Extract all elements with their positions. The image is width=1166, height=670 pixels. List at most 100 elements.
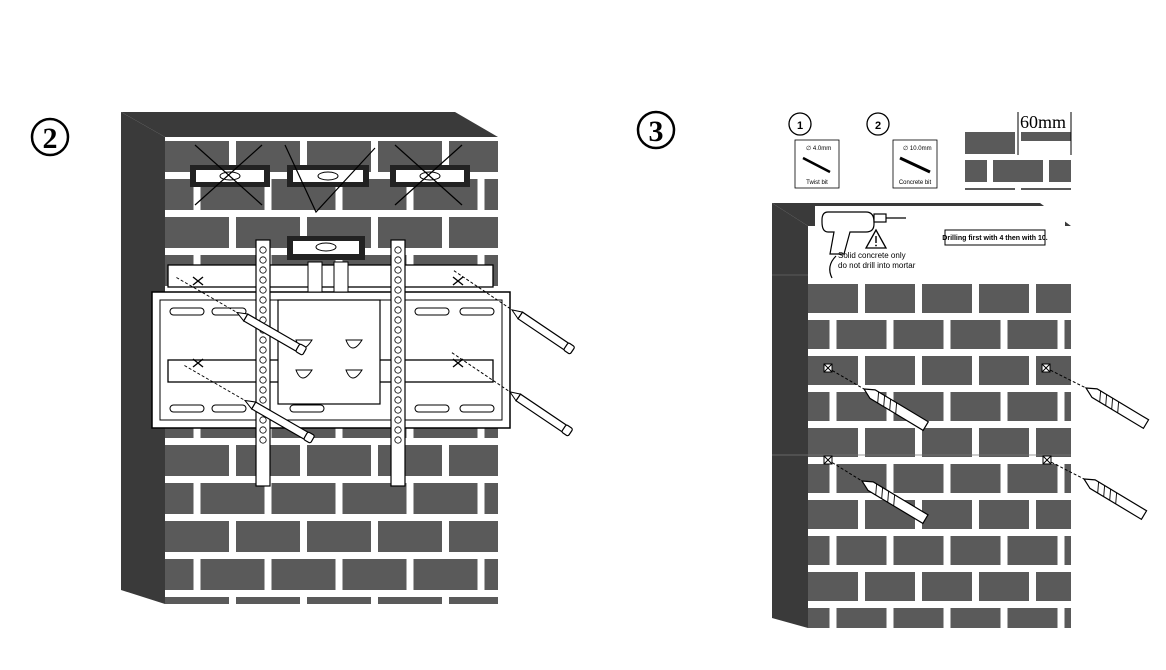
arm-hole	[394, 256, 402, 264]
brick	[484, 559, 498, 590]
brick	[965, 132, 1015, 154]
brick	[271, 559, 336, 590]
arm-hole	[394, 316, 402, 324]
bit-flute	[1097, 481, 1100, 494]
brick	[893, 464, 944, 493]
brick	[165, 559, 194, 590]
bit-1-label: Twist bit	[806, 180, 828, 186]
drill-bit-icon	[862, 388, 930, 432]
arm-hole	[259, 396, 267, 404]
pencil-end	[295, 343, 307, 356]
guide-line	[827, 367, 865, 390]
brick	[993, 160, 1043, 182]
pencil-end	[563, 342, 575, 355]
concrete-bit-icon	[899, 156, 931, 174]
hole-cross	[1041, 363, 1051, 373]
step-2-number: 2	[43, 122, 58, 155]
arm-hole	[394, 346, 402, 354]
arm-hole	[259, 256, 267, 264]
arm-hole	[394, 266, 402, 274]
arm-hole	[259, 416, 267, 424]
drilling-note-box: Drilling first with 4 then with 10.	[942, 229, 1048, 246]
pencil-icon	[451, 352, 573, 437]
bit-flute	[1105, 394, 1108, 406]
arm-hole	[259, 346, 267, 354]
brick	[1049, 160, 1071, 182]
arm-hole	[259, 386, 267, 394]
brick	[1064, 608, 1071, 628]
arm-hole	[394, 306, 402, 314]
brick	[865, 356, 915, 385]
brick	[1064, 464, 1071, 493]
arm-hole	[394, 276, 402, 284]
brick	[922, 356, 972, 385]
brick	[271, 483, 336, 514]
brick	[449, 597, 498, 604]
depth-label: 60mm	[1020, 112, 1066, 132]
brick	[1007, 320, 1058, 349]
twist-bit-icon	[802, 156, 831, 174]
brick	[1007, 536, 1058, 565]
brick	[378, 217, 442, 248]
arm-hole	[394, 356, 402, 364]
mark-cross	[192, 358, 204, 368]
bit-flute	[893, 494, 896, 506]
brick	[836, 536, 887, 565]
step-3-panel: 3 1 ∅ 4.0mm Twist bit 2 ∅ 10.0mm Concret…	[636, 110, 1150, 628]
drill-bit-icon	[1082, 478, 1148, 521]
guide-line	[184, 365, 246, 401]
bit-flute	[895, 402, 898, 414]
bit-body	[1082, 478, 1148, 521]
hole-cross	[1042, 455, 1052, 465]
brick	[413, 559, 478, 590]
arm-hole	[259, 246, 267, 254]
guide-line	[176, 277, 238, 313]
brick	[236, 597, 300, 604]
brick	[979, 428, 1029, 457]
bit-flute	[877, 391, 880, 404]
drill-icon	[821, 211, 906, 279]
brick	[865, 572, 915, 601]
brick	[200, 483, 265, 514]
bit-flute	[883, 395, 886, 407]
mark-cross	[452, 358, 464, 368]
brick	[808, 284, 858, 313]
pencil-body	[517, 311, 570, 351]
bit-1-number: 1	[797, 120, 803, 132]
brick	[922, 500, 972, 529]
arm-hole	[259, 266, 267, 274]
brick	[808, 500, 858, 529]
pencil-body	[515, 393, 568, 433]
arm-hole	[394, 246, 402, 254]
bit-2: 2 ∅ 10.0mm Concrete bit	[866, 112, 938, 189]
vertical-arms	[192, 239, 464, 487]
arm-hole	[259, 306, 267, 314]
arm-hole	[259, 276, 267, 284]
brick	[484, 255, 498, 286]
brick	[950, 320, 1001, 349]
brick	[165, 445, 229, 476]
brick	[1007, 608, 1058, 628]
brick	[922, 572, 972, 601]
brick	[449, 445, 498, 476]
warning-line-1: Solid concrete only	[838, 251, 906, 260]
brick	[1007, 464, 1058, 493]
bit-body	[860, 480, 929, 525]
spirit-level-icon	[287, 165, 369, 187]
arm-hole	[259, 366, 267, 374]
arm-hole	[394, 326, 402, 334]
arm-hole	[394, 296, 402, 304]
step-2-marker: 2	[30, 117, 70, 157]
brick	[808, 428, 858, 457]
brick	[1064, 536, 1071, 565]
wall-side-b	[772, 203, 808, 628]
step-3-marker: 3	[636, 110, 676, 150]
brick	[236, 521, 300, 552]
pencil-icon	[184, 365, 315, 444]
bit-body	[1084, 387, 1150, 430]
brick	[865, 428, 915, 457]
brick	[808, 464, 830, 493]
drill-bit-icon	[860, 480, 929, 525]
drill-hole	[1042, 455, 1052, 465]
